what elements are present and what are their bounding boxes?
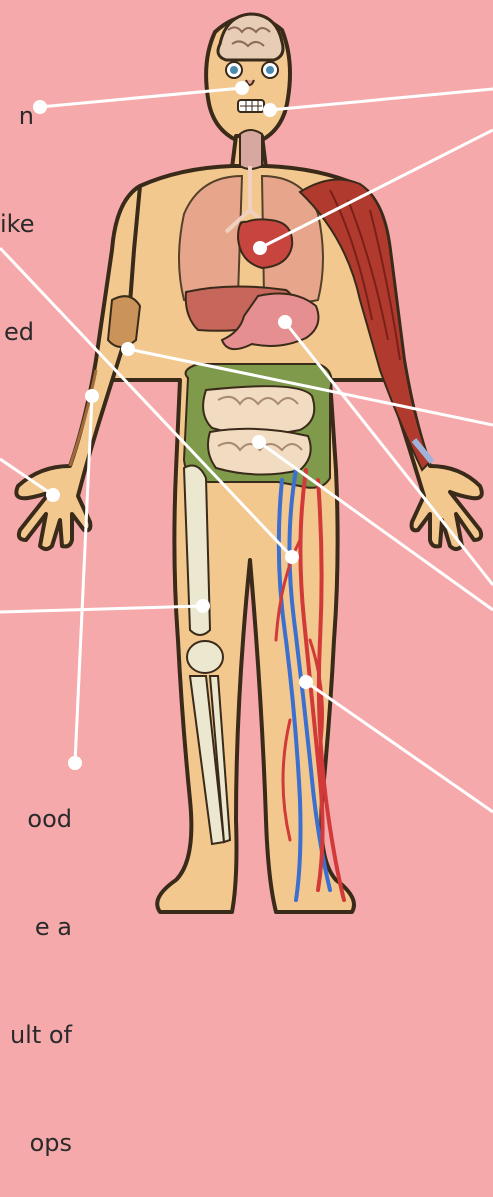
body-diagram bbox=[0, 0, 493, 919]
left-pupil bbox=[230, 66, 238, 74]
leader-dot bbox=[278, 315, 292, 329]
leader-dot bbox=[253, 241, 267, 255]
leader-dot bbox=[68, 756, 82, 770]
leader-line bbox=[0, 606, 203, 612]
caption-line: ops bbox=[0, 1125, 72, 1161]
leader-dot bbox=[85, 389, 99, 403]
caption-line: ult of bbox=[0, 1017, 72, 1053]
leader-dot bbox=[299, 675, 313, 689]
leader-dot bbox=[196, 599, 210, 613]
leader-dot bbox=[263, 103, 277, 117]
torso-and-legs bbox=[111, 166, 389, 912]
leader-line bbox=[270, 89, 493, 110]
leader-dot bbox=[121, 342, 135, 356]
right-pupil bbox=[266, 66, 274, 74]
leader-dot bbox=[252, 435, 266, 449]
small-intestine bbox=[203, 386, 314, 474]
elbow-joint bbox=[108, 296, 140, 347]
leader-dot bbox=[46, 488, 60, 502]
larynx bbox=[240, 130, 262, 169]
kneecap bbox=[187, 641, 223, 673]
leader-dot bbox=[33, 100, 47, 114]
leader-dot bbox=[285, 550, 299, 564]
leader-dot bbox=[235, 81, 249, 95]
leader-line bbox=[306, 682, 493, 812]
